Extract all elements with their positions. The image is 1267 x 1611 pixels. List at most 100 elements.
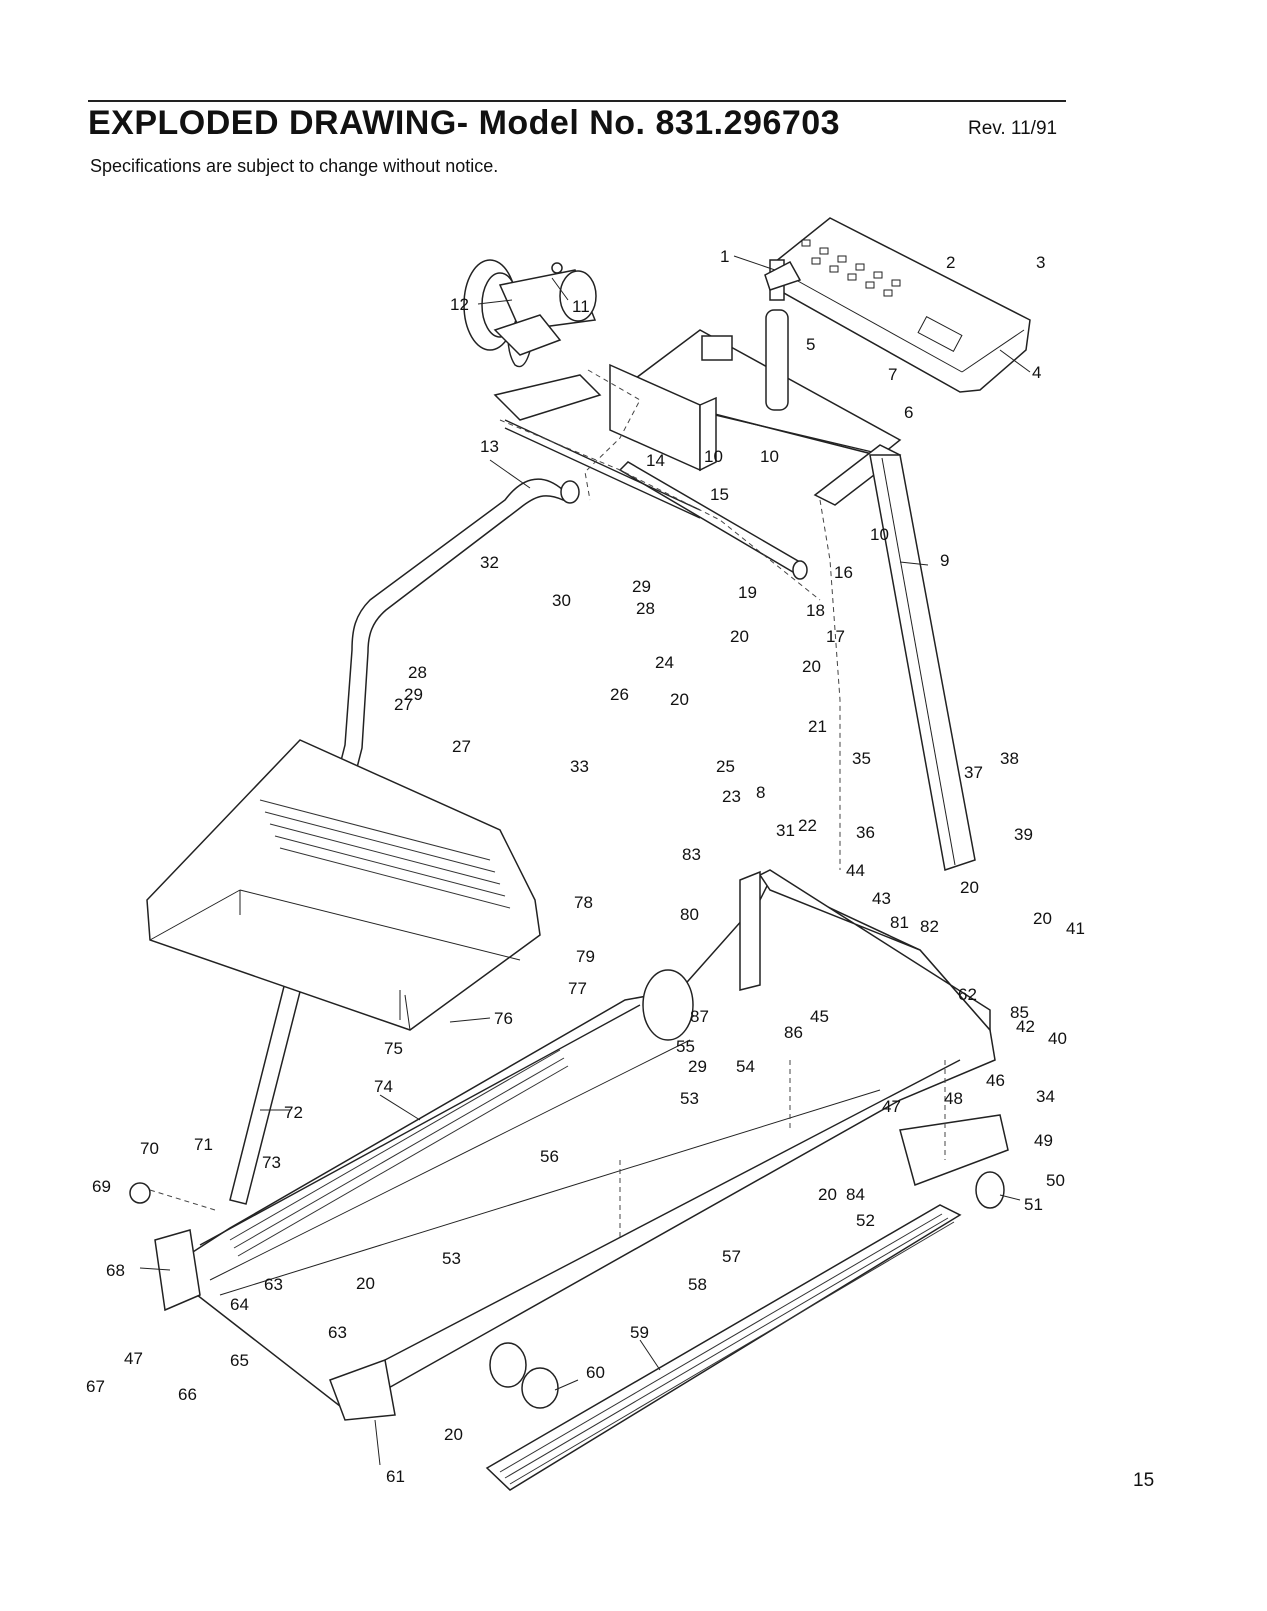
callout-label: 14 xyxy=(646,451,665,470)
page-title: EXPLODED DRAWING- Model No. 831.296703 xyxy=(88,104,841,142)
callout-label: 65 xyxy=(230,1351,249,1370)
callout-label: 83 xyxy=(682,845,701,864)
callout-label: 55 xyxy=(676,1037,695,1056)
callout-label: 61 xyxy=(386,1467,405,1486)
callout-label: 20 xyxy=(730,627,749,646)
motor-hood xyxy=(146,739,541,1031)
controller-board xyxy=(609,335,733,472)
callout-label: 59 xyxy=(630,1323,649,1342)
callout-label: 31 xyxy=(776,821,795,840)
callout-label: 40 xyxy=(1048,1029,1067,1048)
callout-label: 85 xyxy=(1010,1003,1029,1022)
callout-label: 47 xyxy=(124,1349,143,1368)
callout-label: 52 xyxy=(856,1211,875,1230)
callout-label: 50 xyxy=(1046,1171,1065,1190)
callout-label: 74 xyxy=(374,1077,393,1096)
callout-label: 30 xyxy=(552,591,571,610)
callout-label: 32 xyxy=(480,553,499,572)
wheels xyxy=(129,1171,1005,1409)
callout-label: 26 xyxy=(610,685,629,704)
callout-label: 37 xyxy=(964,763,983,782)
callout-label: 58 xyxy=(688,1275,707,1294)
upright-frame xyxy=(618,329,976,871)
lift-actuator xyxy=(764,259,802,411)
callout-label: 43 xyxy=(872,889,891,908)
callout-label: 12 xyxy=(450,295,469,314)
callout-label: 53 xyxy=(442,1249,461,1268)
callout-label: 54 xyxy=(736,1057,755,1076)
callouts: 1 2 3 4 5 6 7 8 9 10 10 10 11 12 13 14 1… xyxy=(86,247,1085,1486)
callout-label: 7 xyxy=(888,365,897,384)
callout-label: 35 xyxy=(852,749,871,768)
callout-leaders xyxy=(139,255,1031,1466)
header-rule xyxy=(88,100,1066,102)
assembly-leaders xyxy=(149,369,946,1238)
callout-label: 19 xyxy=(738,583,757,602)
callout-label: 4 xyxy=(1032,363,1041,382)
callout-label: 29 xyxy=(404,685,423,704)
callout-label: 11 xyxy=(572,297,590,316)
callout-label: 66 xyxy=(178,1385,197,1404)
callout-label: 3 xyxy=(1036,253,1045,272)
callout-label: 60 xyxy=(586,1363,605,1382)
callout-label: 2 xyxy=(946,253,955,272)
callout-label: 13 xyxy=(480,437,499,456)
callout-label: 48 xyxy=(944,1089,963,1108)
console xyxy=(774,217,1031,393)
callout-label: 20 xyxy=(802,657,821,676)
callout-label: 38 xyxy=(1000,749,1019,768)
callout-label: 18 xyxy=(806,601,825,620)
callout-label: 49 xyxy=(1034,1131,1053,1150)
callout-label: 28 xyxy=(408,663,427,682)
callout-label: 53 xyxy=(680,1089,699,1108)
callout-label: 9 xyxy=(940,551,949,570)
subtitle: Specifications are subject to change wit… xyxy=(90,156,499,176)
crossbar xyxy=(618,461,808,580)
callout-label: 20 xyxy=(356,1274,375,1293)
callout-label: 39 xyxy=(1014,825,1033,844)
callout-label: 8 xyxy=(756,783,765,802)
callout-label: 71 xyxy=(194,1135,213,1154)
callout-label: 27 xyxy=(452,737,471,756)
callout-label: 41 xyxy=(1066,919,1085,938)
callout-label: 42 xyxy=(1016,1017,1035,1036)
callout-label: 63 xyxy=(264,1275,283,1294)
callout-label: 5 xyxy=(806,335,815,354)
callout-label: 29 xyxy=(688,1057,707,1076)
callout-label: 78 xyxy=(574,893,593,912)
callout-label: 84 xyxy=(846,1185,865,1204)
callout-label: 80 xyxy=(680,905,699,924)
callout-label: 20 xyxy=(444,1425,463,1444)
callout-label: 17 xyxy=(826,627,845,646)
callout-label: 20 xyxy=(960,878,979,897)
callout-label: 82 xyxy=(920,917,939,936)
callout-label: 47 xyxy=(882,1097,901,1116)
callout-label: 15 xyxy=(710,485,729,504)
side-rail xyxy=(485,1204,962,1491)
callout-label: 77 xyxy=(568,979,587,998)
callout-label: 44 xyxy=(846,861,865,880)
callout-label: 29 xyxy=(632,577,651,596)
callout-label: 45 xyxy=(810,1007,829,1026)
callout-label: 28 xyxy=(636,599,655,618)
callout-label: 21 xyxy=(808,717,827,736)
callout-label: 1 xyxy=(720,247,729,266)
callout-label: 64 xyxy=(230,1295,249,1314)
callout-label: 22 xyxy=(798,816,817,835)
handrail xyxy=(229,478,580,1205)
callout-label: 46 xyxy=(986,1071,1005,1090)
callout-label: 73 xyxy=(262,1153,281,1172)
callout-label: 76 xyxy=(494,1009,513,1028)
callout-label: 16 xyxy=(834,563,853,582)
callout-label: 81 xyxy=(890,913,909,932)
callout-label: 25 xyxy=(716,757,735,776)
callout-label: 10 xyxy=(704,447,723,466)
callout-label: 27 xyxy=(394,695,413,714)
callout-label: 68 xyxy=(106,1261,125,1280)
page-number: 15 xyxy=(1133,1470,1155,1491)
callout-label: 20 xyxy=(1033,909,1052,928)
callout-label: 63 xyxy=(328,1323,347,1342)
motor-rod xyxy=(504,419,701,519)
callout-label: 23 xyxy=(722,787,741,806)
callout-label: 72 xyxy=(284,1103,303,1122)
